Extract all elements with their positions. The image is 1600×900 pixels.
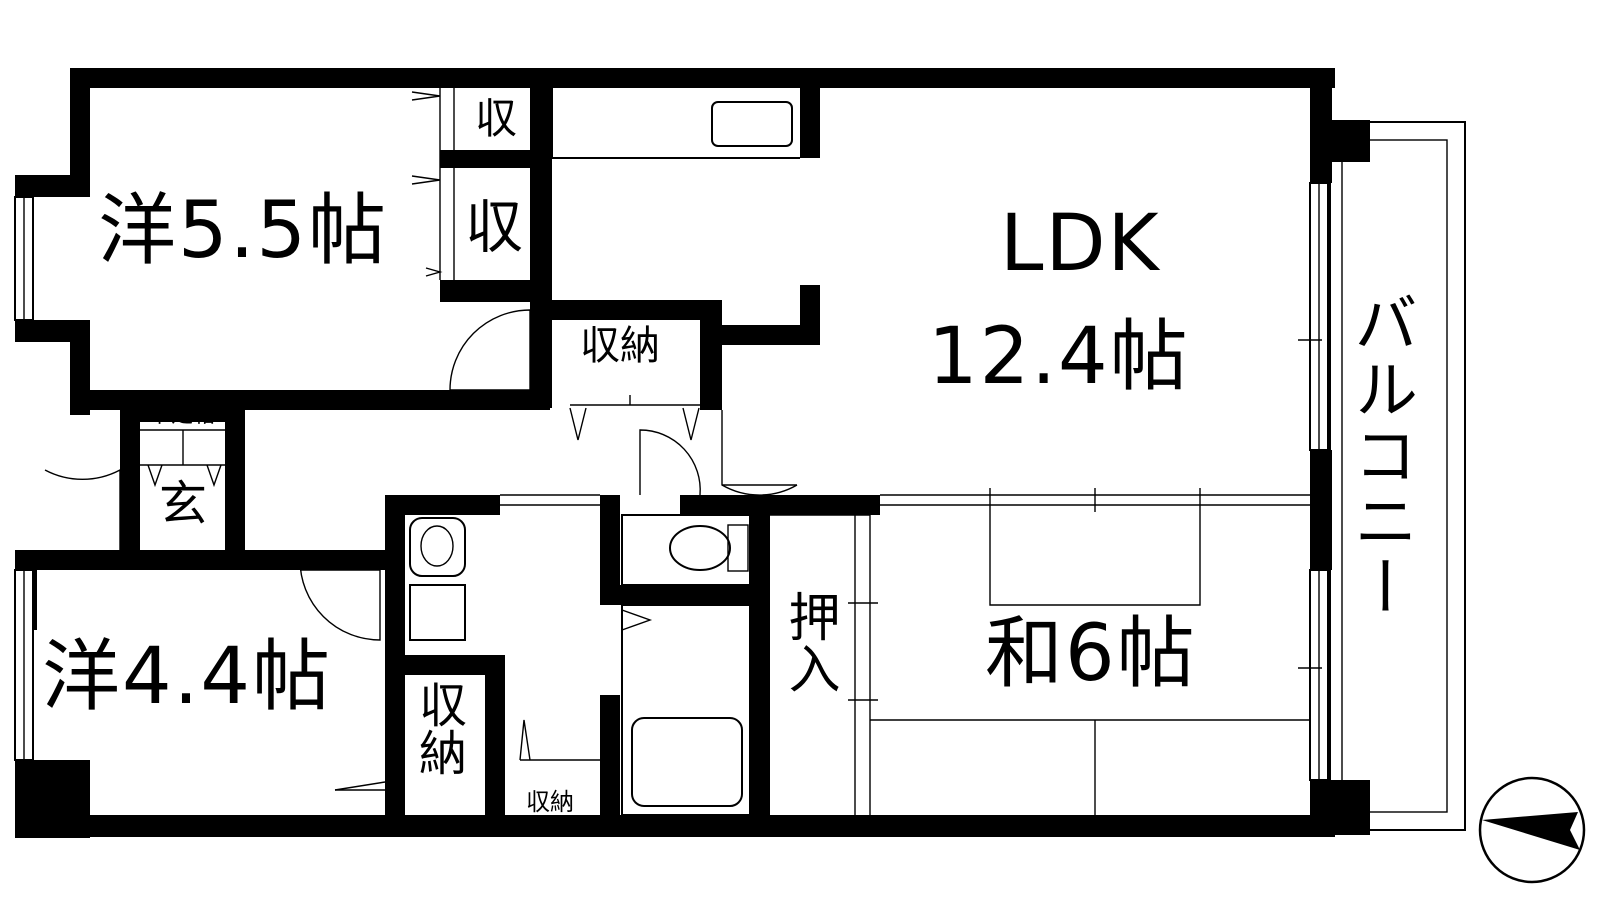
washbasin-icon [409,517,466,641]
room-label-closet-mid: 収 [465,193,524,261]
japanese-room-details [870,339,1322,815]
room-label-western-2: 洋4.4帖 [42,632,333,722]
room-label-ldk-size: 12.4帖 [928,312,1190,402]
room-label-storage-center: 収納 [580,323,660,369]
interior-walls [385,68,880,825]
room-label-entrance: 玄 [159,476,208,532]
room-label-shoe-cabinet: 下足箱 [149,403,216,428]
windows [14,182,1329,781]
room-label-balcony: バルコニー [1343,290,1417,620]
room-label-ldk-name: LDK [1000,199,1161,289]
toilet-icon [621,514,751,586]
outer-walls [15,68,1370,838]
room-label-japanese: 和6帖 [985,609,1197,699]
closet-details [140,88,700,791]
room-label-oshiire: 押入 [779,590,839,694]
bathtub-icon [621,604,751,816]
room-label-storage-bottom-tall: 収納 [410,680,466,776]
room-label-storage-bottom-small: 収納 [526,788,574,816]
oshiire-details [770,514,878,815]
north-arrow-icon [1478,776,1586,884]
room-label-closet-top: 収 [475,94,518,143]
kitchen-counter-icon [551,88,800,159]
door-swings [44,309,798,641]
room-label-western-1: 洋5.5帖 [98,186,389,276]
